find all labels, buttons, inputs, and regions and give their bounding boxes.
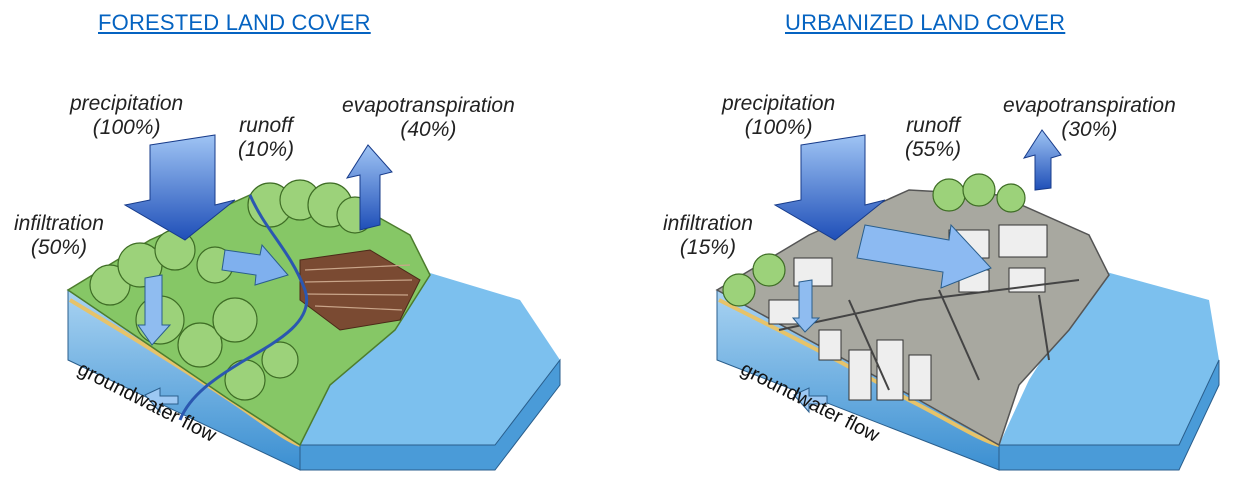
water-front-face xyxy=(299,358,561,471)
water-surface xyxy=(999,270,1219,445)
infiltration-arrow xyxy=(137,274,172,346)
evapotranspiration-label: evapotranspiration(40%) xyxy=(342,94,515,141)
buildings xyxy=(768,224,1048,401)
stream xyxy=(178,194,309,421)
groundwater-arrow xyxy=(144,387,179,414)
precipitation-arrow xyxy=(123,134,236,241)
evapotranspiration-arrow xyxy=(345,144,393,231)
urbanized-land-cover-link[interactable]: URBANIZED LAND COVER xyxy=(785,10,1066,35)
runoff-arrow xyxy=(856,223,992,289)
evapotranspiration-label: evapotranspiration(30%) xyxy=(1003,94,1176,141)
forested-land-cover-link[interactable]: FORESTED LAND COVER xyxy=(98,10,371,35)
infiltration-arrow xyxy=(791,279,821,333)
groundwater-arrow xyxy=(793,387,828,414)
runoff-label: runoff(10%) xyxy=(238,114,295,161)
forested-block-diagram xyxy=(66,134,561,471)
urbanized-block-diagram xyxy=(715,129,1220,471)
evapotranspiration-arrow xyxy=(1022,129,1062,191)
forested-panel: FORESTED LAND COVER xyxy=(14,10,561,471)
urbanized-panel: URBANIZED LAND COVER xyxy=(619,0,1238,485)
infiltration-label: infiltration(15%) xyxy=(663,212,753,259)
runoff-label: runoff(55%) xyxy=(905,114,962,161)
water-surface xyxy=(300,270,560,445)
runoff-arrow xyxy=(221,243,289,286)
precipitation-arrow xyxy=(773,134,886,241)
infiltration-label: infiltration(50%) xyxy=(14,212,104,259)
precipitation-label: precipitation(100%) xyxy=(722,92,836,139)
precipitation-label: precipitation(100%) xyxy=(70,92,184,139)
remaining-trees xyxy=(722,173,1026,307)
streets xyxy=(778,279,1080,391)
water-front-face xyxy=(998,359,1220,471)
